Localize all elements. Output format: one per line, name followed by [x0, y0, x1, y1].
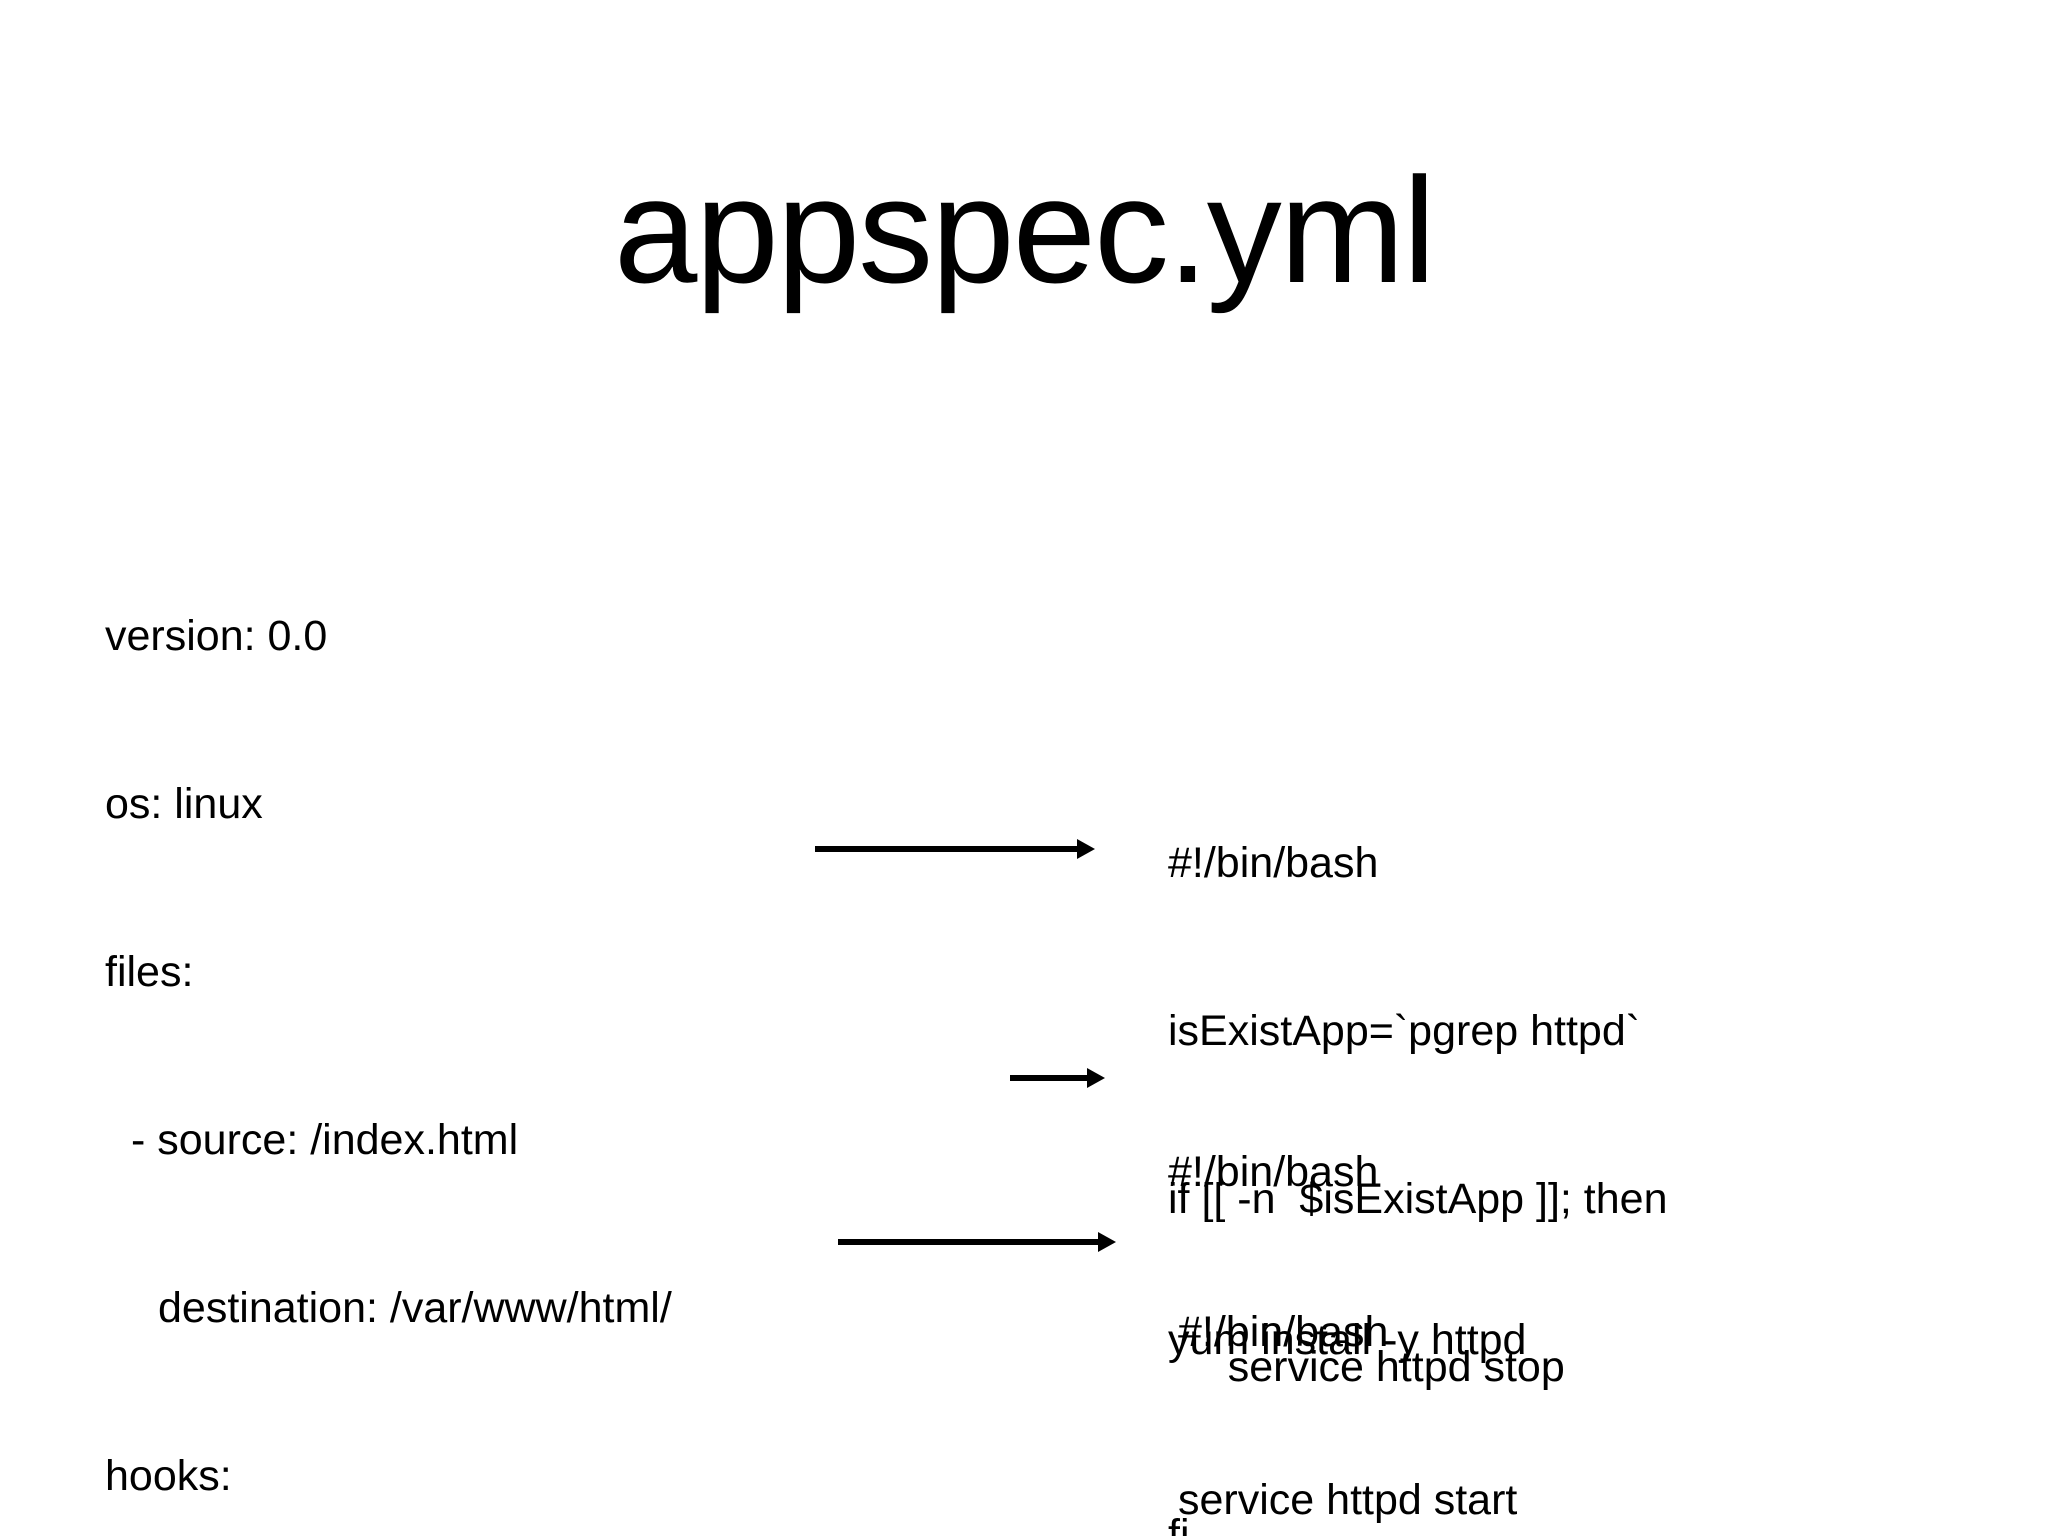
shebang-line: #!/bin/bash [1178, 1308, 1389, 1356]
script-line: isExistApp=`pgrep httpd` [1168, 1007, 1641, 1055]
yaml-line-files-destination: destination: /var/www/html/ [158, 1284, 672, 1332]
yaml-line-files: files: [105, 948, 194, 996]
script-block-stop-server: #!/bin/bash isExistApp=`pgrep httpd` if … [1168, 723, 1668, 1536]
appspec-yaml-content: version: 0.0 os: linux files: - source: … [105, 440, 944, 1536]
page-title: appspec.yml [613, 146, 1436, 314]
yaml-line-hooks: hooks: [105, 1452, 232, 1500]
arrow-right-icon-install-dependencies [1010, 1068, 1105, 1088]
shebang-line: #!/bin/bash [1168, 1148, 1379, 1196]
yaml-line-version: version: 0.0 [105, 612, 328, 660]
script-block-install-dependencies: #!/bin/bash yum install -y httpd [1168, 1032, 1526, 1480]
script-line: service httpd stop [1168, 1343, 1565, 1391]
script-line: yum install -y httpd [1168, 1316, 1527, 1364]
script-block-start-server: #!/bin/bash service httpd start [1178, 1192, 1517, 1536]
shebang-line: #!/bin/bash [1168, 839, 1379, 887]
script-line: if [[ -n $isExistApp ]]; then [1168, 1175, 1668, 1223]
arrow-right-icon-start-server [838, 1232, 1116, 1252]
script-line: service httpd start [1178, 1476, 1518, 1524]
yaml-line-os: os: linux [105, 780, 263, 828]
script-line: fi [1168, 1511, 1190, 1536]
arrow-right-icon-stop-server [815, 839, 1095, 859]
yaml-line-files-source: - source: /index.html [131, 1116, 519, 1164]
